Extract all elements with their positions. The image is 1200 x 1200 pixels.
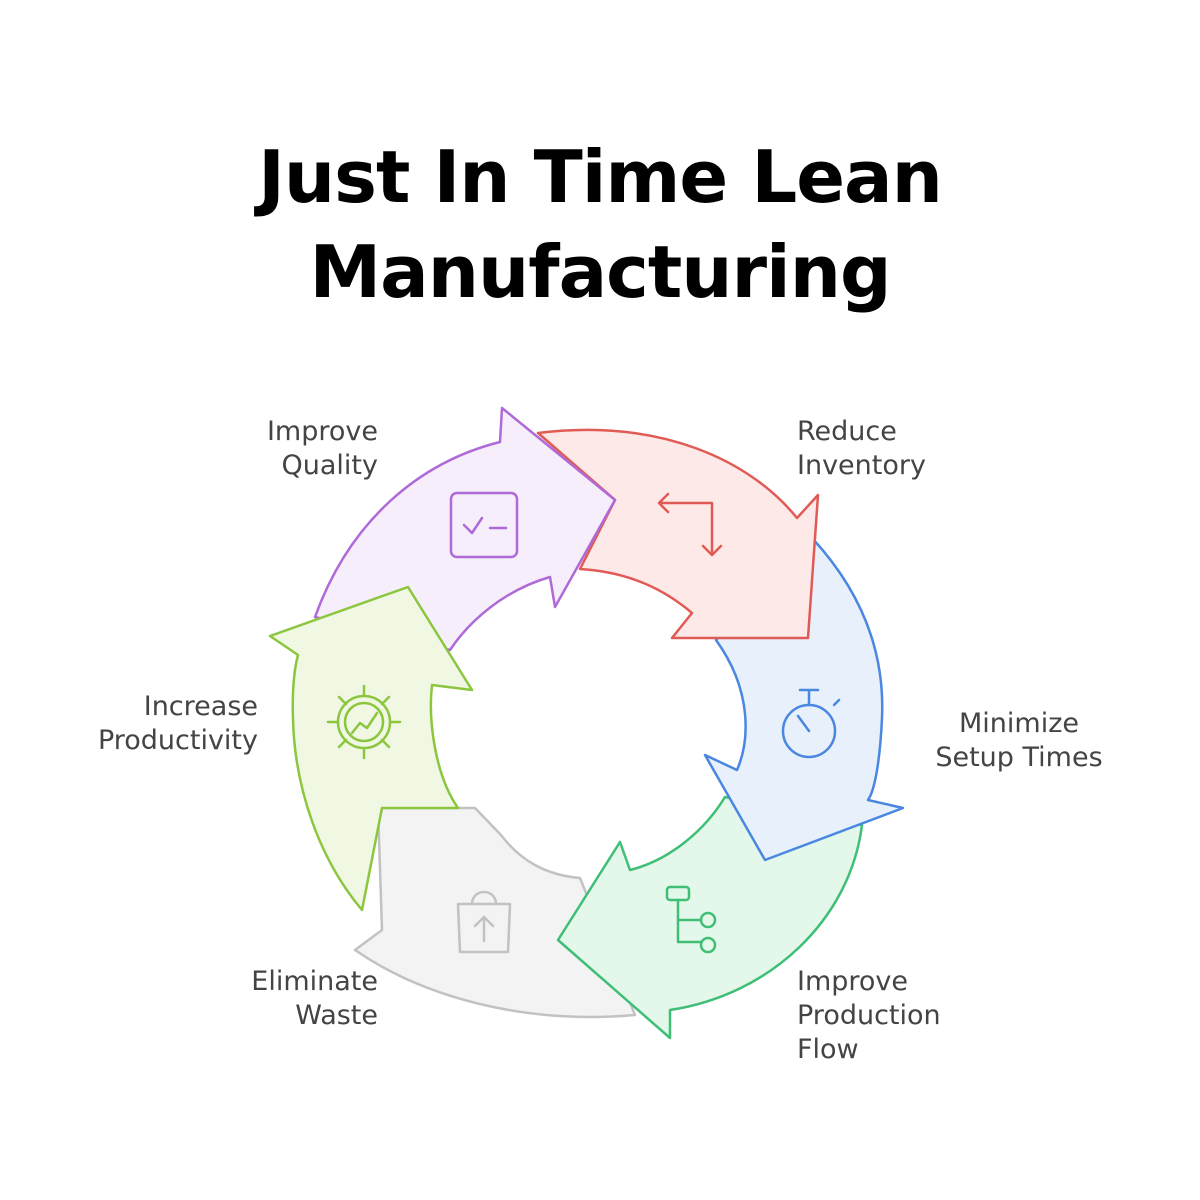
label-increase-productivity: Increase Productivity (97, 691, 258, 756)
flow-tree-icon (665, 885, 717, 954)
gear-chart-icon (326, 684, 402, 760)
stopwatch-icon (781, 688, 841, 759)
label-improve-quality: Improve Quality (266, 416, 378, 481)
segment-reduce-inventory (536, 428, 820, 640)
label-improve-production-flow: Improve Production Flow (797, 966, 941, 1065)
segment-eliminate-waste (353, 806, 637, 1019)
upload-bag-icon (456, 890, 512, 954)
page-title: Just In Time Lean Manufacturing (0, 130, 1200, 320)
segment-improve-quality (313, 406, 617, 652)
swap-arrows-icon (657, 492, 723, 557)
segment-improve-production-flow (556, 795, 864, 1040)
title-line-1: Just In Time Lean (258, 135, 943, 219)
title-line-2: Manufacturing (309, 230, 892, 314)
label-reduce-inventory: Reduce Inventory (797, 416, 926, 481)
segment-increase-productivity (268, 585, 474, 912)
label-minimize-setup-times: Minimize Setup Times (935, 708, 1103, 773)
label-eliminate-waste: Eliminate Waste (251, 966, 378, 1031)
checklist-icon (449, 491, 519, 559)
